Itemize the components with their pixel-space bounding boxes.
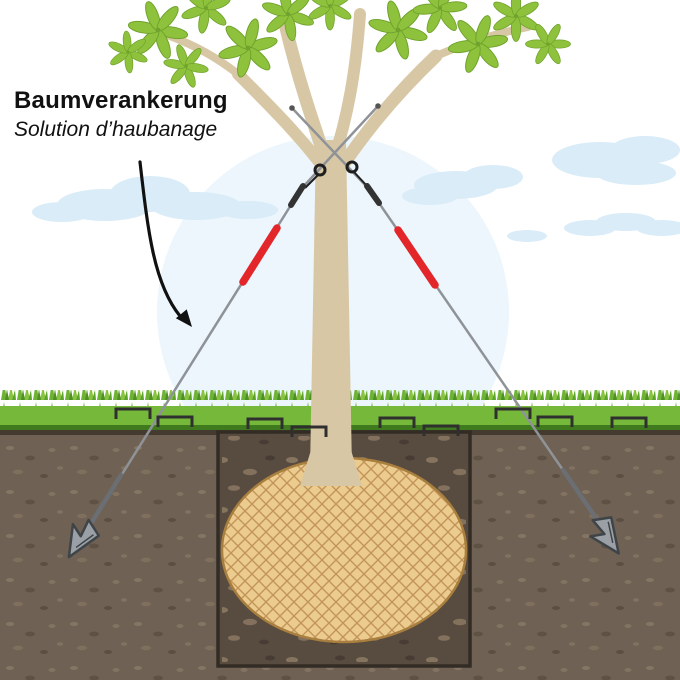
annotation-arrow [138, 160, 192, 327]
diagram-title: Baumverankerung [14, 87, 228, 114]
diagram-labels: Baumverankerung Solution d’haubanage [14, 86, 228, 143]
cable-hardware [288, 160, 382, 208]
anchor-rods [89, 467, 599, 525]
cable-end-dot [375, 103, 381, 109]
tree-canopy [100, 0, 571, 95]
tension-sleeves [239, 224, 439, 289]
tree-trunk [300, 140, 362, 486]
cable-end-dot [289, 105, 295, 111]
diagram-subtitle: Solution d’haubanage [14, 118, 218, 141]
guy-wires [55, 103, 632, 566]
clouds [32, 136, 680, 242]
root-ball [220, 456, 468, 644]
